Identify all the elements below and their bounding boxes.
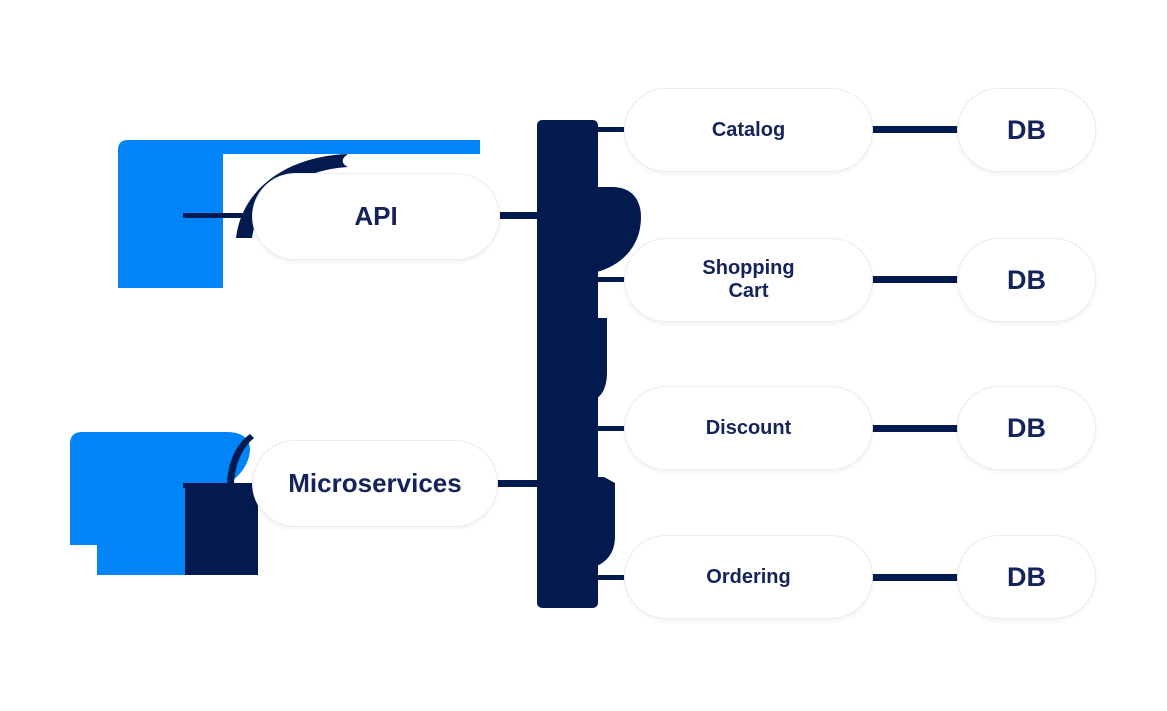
api-gateway-icon-bar [223, 140, 480, 154]
node-catalog: Catalog [624, 88, 873, 172]
service-bus-bar [537, 120, 598, 608]
api-left-connector-line [183, 213, 253, 218]
node-ordering-label: Ordering [706, 565, 791, 588]
ordering-db-line [872, 574, 958, 581]
node-discount-label: Discount [705, 416, 792, 439]
node-api: API [252, 173, 500, 260]
node-discount-db-label: DB [1007, 412, 1046, 443]
node-shopping-cart-db: DB [957, 238, 1096, 322]
node-microservices-label: Microservices [288, 468, 462, 498]
node-discount: Discount [624, 386, 873, 470]
microservices-node-arc [227, 434, 254, 484]
node-shopping-cart-db-label: DB [1007, 264, 1046, 295]
node-catalog-db: DB [957, 88, 1096, 172]
node-ordering: Ordering [624, 535, 873, 619]
node-api-label: API [354, 201, 398, 231]
bus-shoppingcart-line [596, 277, 625, 282]
bus-ordering-line [596, 575, 625, 580]
node-microservices: Microservices [252, 440, 498, 527]
service-bus-elbow-middle [597, 318, 607, 398]
bus-catalog-line [596, 127, 625, 132]
shoppingcart-db-line [872, 276, 958, 283]
service-bus-elbow-bottom [597, 477, 615, 566]
node-shopping-cart-label: Shopping Cart [702, 257, 795, 302]
node-catalog-db-label: DB [1007, 114, 1046, 145]
node-discount-db: DB [957, 386, 1096, 470]
catalog-db-line [872, 126, 958, 133]
node-ordering-db-label: DB [1007, 561, 1046, 592]
node-catalog-label: Catalog [711, 118, 786, 141]
microservices-bus-connector-line [497, 480, 538, 487]
node-ordering-db: DB [957, 535, 1096, 619]
bus-discount-line [596, 426, 625, 431]
microservices-left-connector-line [183, 483, 253, 488]
node-shopping-cart: Shopping Cart [624, 238, 873, 322]
api-gateway-icon [118, 140, 223, 288]
microservices-icon-dark-block [185, 485, 258, 575]
api-bus-connector-line [500, 212, 538, 219]
discount-db-line [872, 425, 958, 432]
service-bus-elbow-top [597, 187, 641, 272]
